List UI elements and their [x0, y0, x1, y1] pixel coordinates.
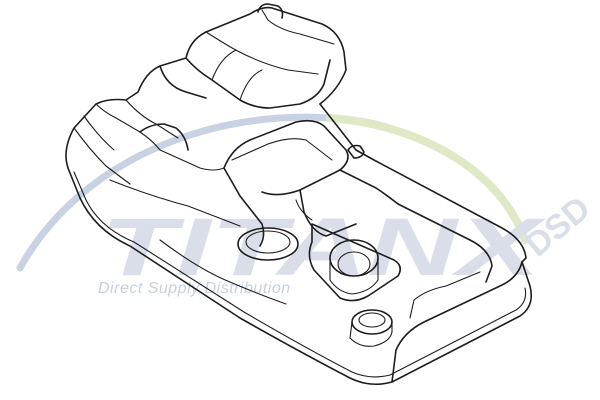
- fuel-tank-outline: [65, 3, 533, 386]
- watermark-swoosh-green: [326, 114, 529, 244]
- watermark-brand: TITANX: [100, 202, 547, 293]
